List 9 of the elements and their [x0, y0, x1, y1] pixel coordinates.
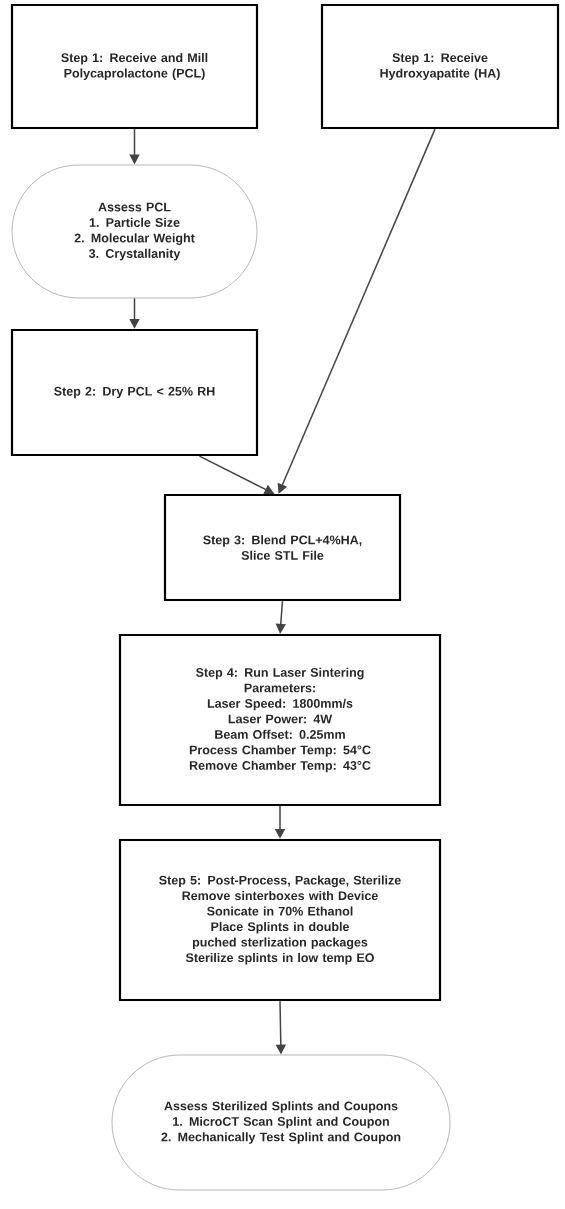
process-box: Step 1: Receive Hydroxyapatite (HA) — [320, 3, 560, 130]
process-box: Step 1: Receive and Mill Polycaprolactone (PCL) — [10, 3, 259, 130]
process-box: Step 4: Run Laser Sintering Parameters: Laser Speed: 1800mm/s Laser Power: 4W Beam Offset: 0.25mm Process Chamber Temp: 54°C Remove Chamber Temp: 43°C — [118, 633, 442, 807]
assessment-terminal: Assess PCL 1. Particle Size 2. Molecular Weight 3. Crystallanity — [11, 164, 258, 299]
process-box: Step 3: Blend PCL+4%HA, Slice STL File — [163, 493, 402, 602]
arrow — [277, 128, 436, 494]
process-box: Step 2: Dry PCL < 25% RH — [10, 328, 259, 457]
assessment-terminal: Assess Sterilized Splints and Coupons 1. MicroCT Scan Splint and Coupon 2. Mechanically Test Splint and Coupon — [111, 1054, 451, 1191]
process-box: Step 5: Post-Process, Package, Sterilize Remove sinterboxes with Device Sonicate in 70% Ethanol Place Splints in double puched sterlization packages Sterilize splints in low temp EO — [118, 838, 442, 1002]
